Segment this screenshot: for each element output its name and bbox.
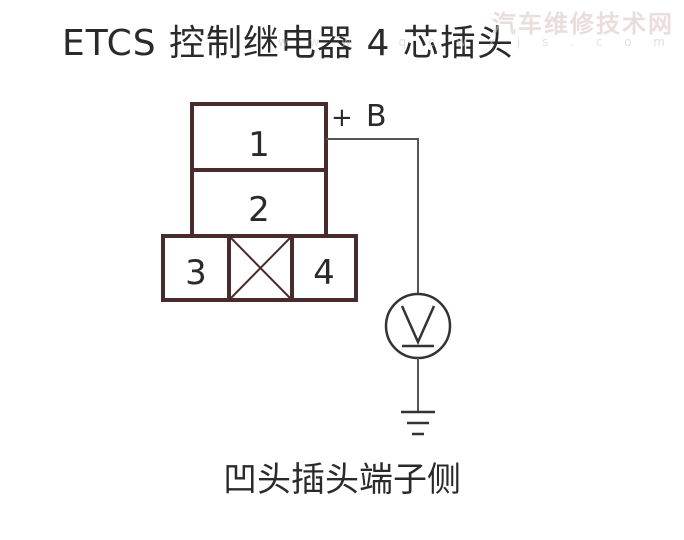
bottom-row [161, 234, 358, 302]
watermark: 汽车维修技术网 w w w . q c w x j s . c o m [278, 4, 674, 49]
voltmeter-icon [384, 292, 452, 360]
page-title: ETCS 控制继电器 4 芯插头 [62, 23, 514, 64]
probe-b-label: B [366, 99, 387, 134]
pin-4-label: 4 [313, 253, 335, 293]
probe-plus-label: + [331, 103, 353, 133]
probe-wire [326, 138, 419, 294]
watermark-url: w w w . q c w x j s . c o m [277, 35, 674, 49]
pin-3-label: 3 [185, 253, 207, 293]
watermark-text: 汽车维修技术网 [492, 10, 674, 38]
pin-2-label: 2 [248, 190, 270, 230]
ground-icon [401, 410, 435, 436]
footer-caption: 凹头插头端子侧 [223, 460, 461, 500]
crossed-box-icon [230, 237, 291, 299]
pin-1-label: 1 [248, 125, 270, 165]
connector-housing [161, 102, 358, 302]
